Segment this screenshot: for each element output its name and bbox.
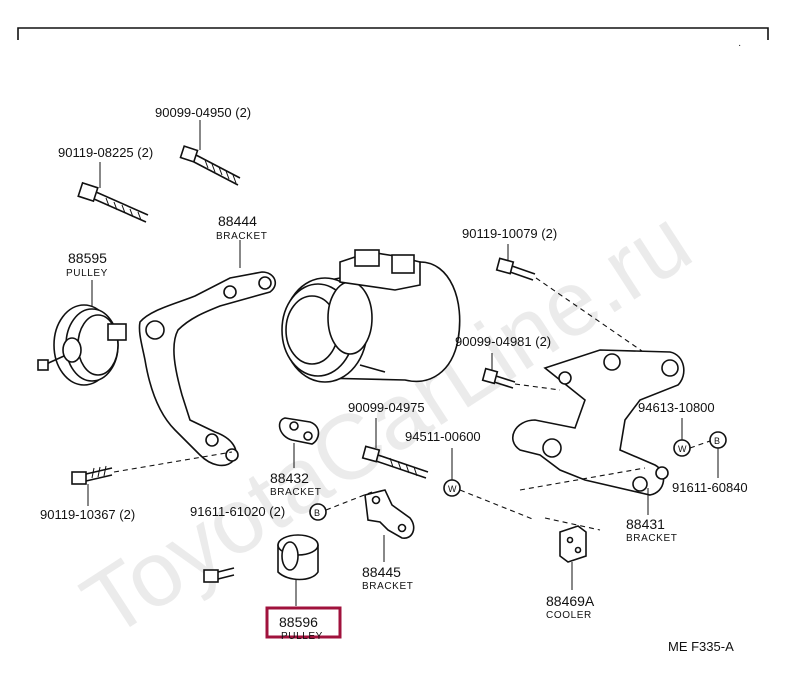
label-90099-04950: 90099-04950 (2) (155, 105, 251, 120)
label-88596: 88596 (279, 614, 318, 630)
bolt-90119-08225[interactable] (77, 181, 149, 223)
label-91611-61020: 91611-61020 (2) (190, 504, 285, 519)
label-91611-60840: 91611-60840 (672, 480, 748, 495)
bolt-small[interactable] (203, 567, 235, 583)
label-88469A: 88469A (546, 593, 595, 609)
label-94613-10800: 94613-10800 (638, 400, 715, 415)
bolt-91611-61020[interactable] (309, 503, 327, 521)
pulley-88596[interactable] (277, 534, 319, 581)
label-88431-name: BRACKET (626, 533, 677, 544)
label-88596-name: PULLEY (281, 631, 323, 642)
svg-text:W: W (448, 484, 457, 494)
bolt-90119-10079[interactable] (495, 257, 536, 281)
cooler-88469A[interactable] (559, 525, 587, 563)
bracket-88431[interactable] (512, 349, 685, 496)
label-88595-name: PULLEY (66, 268, 108, 279)
pulley-88595[interactable] (37, 304, 127, 386)
svg-text:W: W (678, 444, 687, 454)
bolt-90099-04950[interactable] (179, 145, 241, 186)
svg-text:·: · (738, 40, 741, 51)
label-88445: 88445 (362, 564, 401, 580)
bolt-90099-04981[interactable] (481, 367, 516, 389)
label-88432: 88432 (270, 470, 309, 486)
bolt-90099-04975[interactable] (361, 445, 429, 479)
highlight-box-88596 (265, 606, 342, 639)
label-88432-name: BRACKET (270, 487, 321, 498)
label-88444-name: BRACKET (216, 231, 267, 242)
bolt-90119-10367[interactable] (71, 465, 113, 485)
frame-border (17, 27, 769, 40)
label-88431: 88431 (626, 516, 665, 532)
label-90099-04981: 90099-04981 (2) (455, 334, 551, 349)
label-90099-04975: 90099-04975 (348, 400, 425, 415)
label-90119-10079: 90119-10079 (2) (462, 226, 557, 241)
diagram-code: ME F335-A (668, 639, 734, 654)
bracket-88432[interactable] (278, 417, 320, 445)
label-90119-08225: 90119-08225 (2) (58, 145, 153, 160)
ac-compressor[interactable] (281, 249, 461, 383)
svg-text:B: B (314, 508, 320, 518)
label-88445-name: BRACKET (362, 581, 413, 592)
label-88444: 88444 (218, 213, 257, 229)
label-90119-10367: 90119-10367 (2) (40, 507, 135, 522)
label-94511-00600: 94511-00600 (405, 429, 481, 444)
bracket-88445[interactable] (364, 489, 415, 539)
label-88595: 88595 (68, 250, 107, 266)
svg-text:B: B (714, 436, 720, 446)
label-88469A-name: COOLER (546, 610, 592, 621)
bracket-88444[interactable] (138, 271, 277, 467)
